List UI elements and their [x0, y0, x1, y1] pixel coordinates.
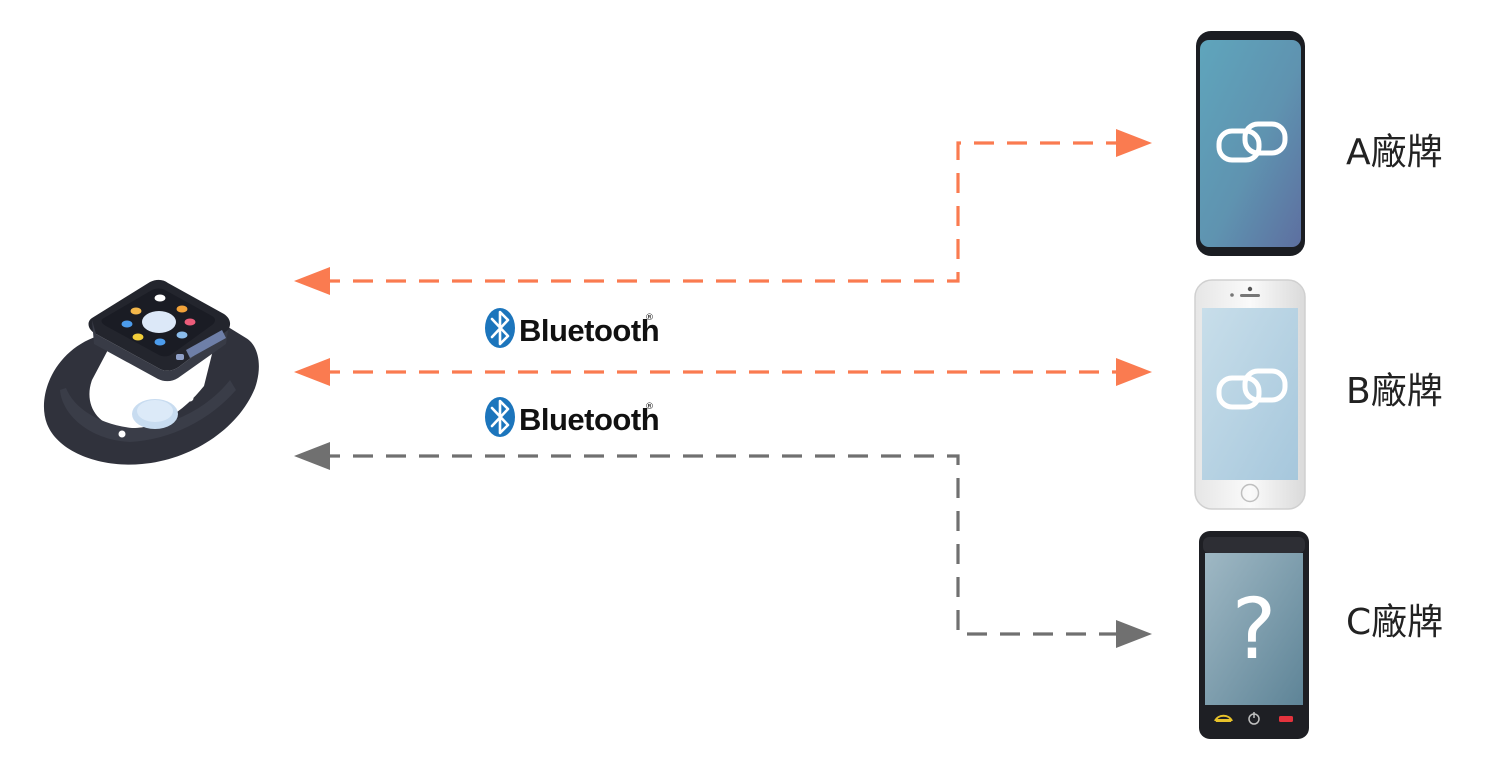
arrowhead-right-icon — [1116, 129, 1152, 157]
connection-a-line — [320, 141, 1118, 283]
arrowhead-right-icon — [1116, 620, 1152, 648]
watch-sensor-inner — [137, 400, 173, 422]
phone-b-camera — [1247, 286, 1253, 292]
phone-b — [1194, 279, 1306, 510]
bluetooth-logo-2: Bluetooth ® — [485, 397, 660, 437]
link-icon — [1216, 121, 1288, 163]
call-button-icon-base — [1216, 719, 1231, 722]
connection-c-line — [320, 454, 1118, 636]
arrowhead-left-icon — [294, 442, 330, 470]
smartwatch — [43, 279, 259, 465]
phone-c-label: C廠牌 — [1346, 602, 1443, 643]
phone-a — [1196, 31, 1305, 256]
bluetooth-rune — [490, 310, 510, 346]
phone-b-sensor — [1230, 293, 1234, 297]
bluetooth-logo-1: Bluetooth ® — [485, 308, 660, 348]
phone-c-bezel — [1203, 537, 1305, 553]
watch-band-hole — [118, 430, 126, 438]
watch-button — [176, 354, 184, 360]
bluetooth-label: Bluetooth — [519, 313, 659, 348]
link-icon — [1216, 368, 1288, 410]
connection-b — [294, 358, 1152, 386]
watch-case-side — [92, 320, 228, 382]
bluetooth-registered-mark: ® — [645, 402, 654, 412]
arrowhead-left-icon — [294, 267, 330, 295]
bluetooth-registered-mark: ® — [645, 313, 654, 323]
watch-band-hole — [186, 394, 194, 402]
bluetooth-rune — [490, 399, 510, 435]
phone-b-home-button — [1240, 483, 1260, 503]
phone-b-label: B廠牌 — [1346, 371, 1443, 412]
phone-c: ? — [1199, 531, 1309, 739]
watch-crown — [186, 330, 226, 358]
phone-a-label: A廠牌 — [1346, 132, 1443, 173]
call-button-icon — [1214, 714, 1233, 722]
watch-band-highlight — [60, 380, 236, 442]
phone-c-screen — [1205, 553, 1303, 705]
connection-c — [294, 442, 1152, 648]
connection-a — [294, 129, 1152, 295]
arrowhead-right-icon — [1116, 358, 1152, 386]
arrowhead-left-icon — [294, 358, 330, 386]
bluetooth-label: Bluetooth — [519, 402, 659, 437]
phone-a-screen — [1200, 40, 1301, 247]
end-call-button-icon — [1279, 716, 1293, 722]
watch-app-icons — [121, 294, 196, 346]
question-icon: ? — [1232, 580, 1277, 678]
phone-b-speaker — [1240, 294, 1260, 297]
